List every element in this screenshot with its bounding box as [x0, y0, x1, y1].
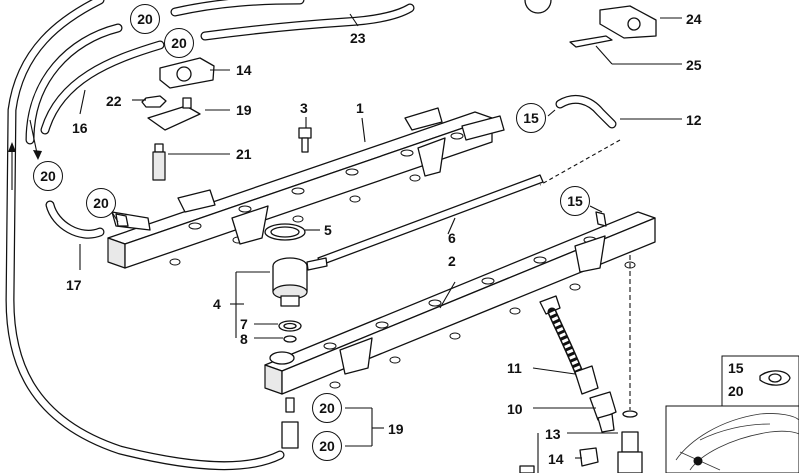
part-number-14: 12 [686, 112, 702, 128]
part-number-25: 23 [350, 30, 366, 46]
part-number-26: 24 [686, 11, 702, 27]
part-number-24: 22 [106, 93, 122, 109]
part-number-12: 10 [507, 401, 523, 417]
inset-label-15: 15 [728, 360, 744, 376]
circled-ref-20-lower-b: 20 [312, 431, 342, 461]
holder-26 [599, 5, 657, 39]
part-number-6: 6 [448, 230, 456, 246]
part-number-23: 21 [236, 146, 252, 162]
part-number-3: 3 [300, 100, 308, 116]
clamp-top [524, 0, 552, 14]
stud-23 [152, 143, 166, 181]
part-number-21: 14 [236, 62, 252, 78]
clip-11 [579, 447, 599, 467]
circled-ref-20-hose: 20 [86, 188, 116, 218]
cable-13 [539, 295, 599, 395]
part-number-7: 7 [240, 316, 248, 332]
screw-3 [298, 127, 312, 153]
circled-ref-15-mid: 15 [560, 186, 590, 216]
part-number-2: 2 [448, 253, 456, 269]
connector-12 [589, 391, 617, 433]
hose-25 [170, 0, 415, 41]
bracket-22 [147, 97, 201, 131]
hose-stub [45, 200, 129, 239]
nut-24 [141, 95, 167, 108]
part-number-4: 4 [213, 296, 221, 312]
inset-panel [665, 355, 799, 473]
circled-ref-15-top: 15 [516, 103, 546, 133]
o-ring-8 [283, 335, 297, 343]
hose-19 [281, 397, 299, 449]
part-number-13: 11 [507, 360, 522, 376]
part-number-16: 16 [72, 120, 88, 136]
arrow-16 [8, 119, 42, 190]
part-number-8: 8 [240, 331, 248, 347]
part-number-5: 5 [324, 222, 332, 238]
location-dot-icon [693, 456, 703, 466]
leader-lines [79, 13, 682, 473]
part-number-19: 19 [388, 421, 404, 437]
circled-ref-20-left: 20 [33, 161, 63, 191]
part-stub [519, 465, 535, 473]
part-number-10: 13 [545, 426, 561, 442]
hose-16 [25, 23, 165, 145]
pressure-regulator-4 [272, 257, 328, 307]
clip-21 [159, 57, 215, 89]
part-number-1: 1 [356, 100, 364, 116]
part-number-11: 14 [548, 451, 564, 467]
part-number-17: 17 [66, 277, 82, 293]
part-number-27: 25 [686, 57, 702, 73]
hose-14 [555, 94, 617, 129]
fuel-rail-1 [107, 107, 505, 269]
injector-10 [617, 410, 643, 473]
clip-27 [569, 35, 613, 48]
circled-ref-20-lower-a: 20 [312, 393, 342, 423]
fuel-rail-2 [264, 211, 656, 395]
return-hose-17 [5, 0, 285, 471]
circled-ref-20-top: 20 [130, 4, 160, 34]
inset-label-20: 20 [728, 383, 744, 399]
part-number-22: 19 [236, 102, 252, 118]
circled-ref-20-clip: 20 [164, 28, 194, 58]
